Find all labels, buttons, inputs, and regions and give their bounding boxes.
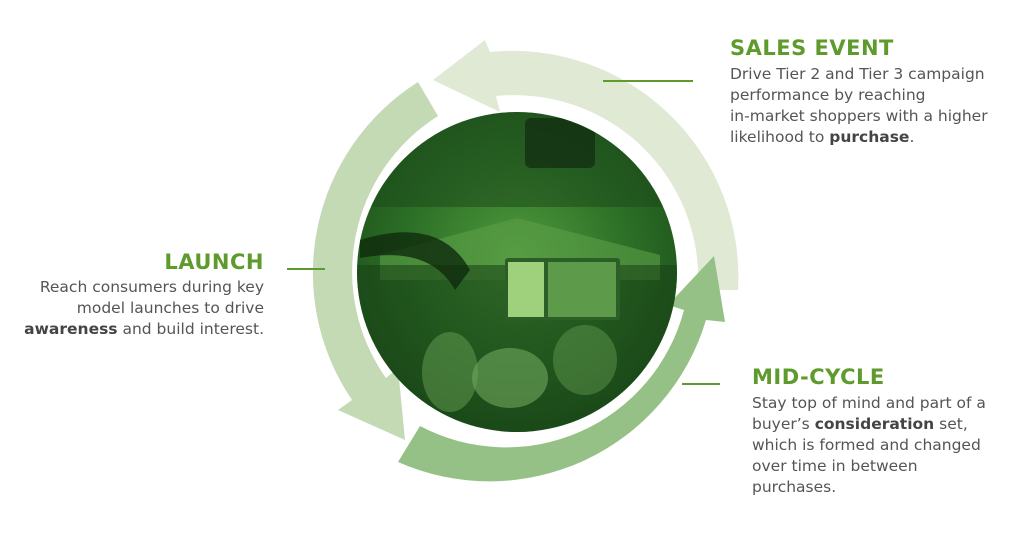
launch-line-1: Reach consumers during key [39, 278, 264, 296]
launch-emphasis: awareness [24, 320, 118, 338]
sales-event-emphasis: purchase [829, 128, 910, 146]
mid-cycle-line-4: over time in between [752, 457, 918, 475]
mid-cycle-line-2-end: set, [934, 415, 968, 433]
mid-cycle-line-2: buyer’s [752, 415, 815, 433]
sales-event-line-3: in-market shoppers with a higher [730, 107, 988, 125]
sales-event-line-1: Drive Tier 2 and Tier 3 campaign [730, 65, 985, 83]
launch-description: Reach consumers during key model launche… [0, 277, 264, 340]
mid-cycle-line-5: purchases. [752, 478, 837, 496]
mid-cycle-line-3: which is formed and changed [752, 436, 981, 454]
mid-cycle-connector [682, 383, 720, 385]
mid-cycle-line-1: Stay top of mind and part of a [752, 394, 986, 412]
sales-event-line-2: performance by reaching [730, 86, 926, 104]
mid-cycle-arrow [398, 256, 725, 482]
launch-line-3: and build interest. [117, 320, 264, 338]
car-interior-image [357, 112, 677, 432]
sales-event-line-4: likelihood to [730, 128, 830, 146]
sales-event-period: . [909, 128, 915, 146]
sales-event-description: Drive Tier 2 and Tier 3 campaign perform… [730, 64, 1020, 148]
launch-connector [287, 268, 325, 270]
mid-cycle-emphasis: consideration [814, 415, 935, 433]
mid-cycle-title: MID-CYCLE [752, 365, 885, 389]
sales-event-title: SALES EVENT [730, 36, 894, 60]
mid-cycle-description: Stay top of mind and part of a buyer’s c… [752, 393, 1020, 498]
launch-arrow [312, 82, 438, 440]
launch-title: LAUNCH [164, 250, 264, 274]
launch-line-2: model launches to drive [76, 299, 264, 317]
sales-event-connector [603, 80, 693, 82]
